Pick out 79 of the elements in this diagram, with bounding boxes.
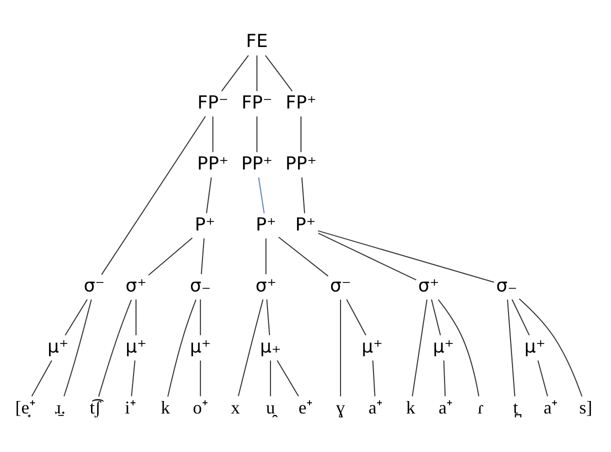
node-text: P⁺ <box>295 214 316 236</box>
node-text: μ⁺ <box>432 336 454 358</box>
node-text: k <box>406 397 416 418</box>
node-text: P⁺ <box>256 214 276 236</box>
connector <box>206 177 212 214</box>
connector <box>512 299 530 336</box>
connector <box>265 55 293 92</box>
connector <box>518 298 582 397</box>
node-text: FP⁻ <box>197 92 228 114</box>
connector <box>266 299 270 336</box>
connector <box>300 116 302 152</box>
connector <box>265 238 266 274</box>
connector <box>136 299 137 336</box>
node-text: a⁺ <box>368 397 383 418</box>
node-text: σ⁻ <box>330 275 352 296</box>
node-text: μ⁺ <box>524 336 546 358</box>
node-text: σ⁺ <box>126 275 146 296</box>
node-text: σ₋ <box>496 275 518 296</box>
node-text: μ₊ <box>260 336 281 358</box>
connector <box>256 55 258 92</box>
connector <box>443 360 446 396</box>
connector <box>64 299 88 336</box>
connector <box>438 299 480 396</box>
connector <box>31 360 52 396</box>
connector <box>256 116 258 152</box>
connector <box>258 177 265 214</box>
node-text: i⁺ <box>124 397 136 418</box>
connector <box>270 360 271 396</box>
node-text: ɣ <box>336 397 346 418</box>
node-text: e⁺ <box>298 397 313 418</box>
node-text: μ⁺ <box>125 336 147 358</box>
connector <box>101 116 206 275</box>
node-text: σ⁺ <box>255 275 276 296</box>
node-text: PP⁺ <box>197 153 229 174</box>
connector <box>431 299 441 336</box>
connector <box>412 300 428 396</box>
node-text: σ⁺ <box>418 275 440 296</box>
connector <box>64 299 92 396</box>
connector <box>98 300 132 397</box>
connector <box>148 238 193 276</box>
connector <box>276 360 299 396</box>
node-text: a⁺ <box>438 397 453 418</box>
connector <box>318 230 494 283</box>
connector <box>238 299 264 396</box>
connector <box>318 232 416 280</box>
node-text: μ⁺ <box>190 336 211 358</box>
connector <box>278 236 328 276</box>
node-text: s] <box>579 397 592 418</box>
node-text: ɹ̠. <box>55 397 66 418</box>
node-text: a⁺ <box>544 397 558 418</box>
node-text: u̯ <box>266 397 275 418</box>
node-text: P⁺ <box>194 214 216 236</box>
node-text: μ⁺ <box>362 336 383 358</box>
connector <box>200 238 205 274</box>
connector <box>130 360 136 396</box>
connector <box>221 55 249 92</box>
node-text: σ₋ <box>190 275 211 296</box>
connector <box>301 177 306 214</box>
node-text: k <box>160 397 170 418</box>
connector <box>200 360 201 396</box>
node-text: [e̟⁺ <box>15 397 36 418</box>
node-text: FP⁻ <box>242 92 272 114</box>
node-text: FE <box>246 31 268 52</box>
node-text: ɾ <box>478 397 484 418</box>
node-text: μ⁺ <box>48 336 69 358</box>
node-text: PP⁺ <box>285 153 317 174</box>
connector <box>372 360 376 396</box>
connector <box>167 300 196 397</box>
connector <box>507 300 516 396</box>
node-text: FP⁺ <box>286 92 316 114</box>
node-text: x <box>230 397 240 418</box>
node-text: PP⁺ <box>241 153 273 174</box>
connector <box>212 116 214 152</box>
connector <box>200 299 201 336</box>
connector <box>346 299 366 336</box>
node-text: σ⁻ <box>84 275 105 296</box>
connector <box>537 360 548 396</box>
connector <box>340 300 342 396</box>
node-text: o⁺ <box>192 397 208 418</box>
